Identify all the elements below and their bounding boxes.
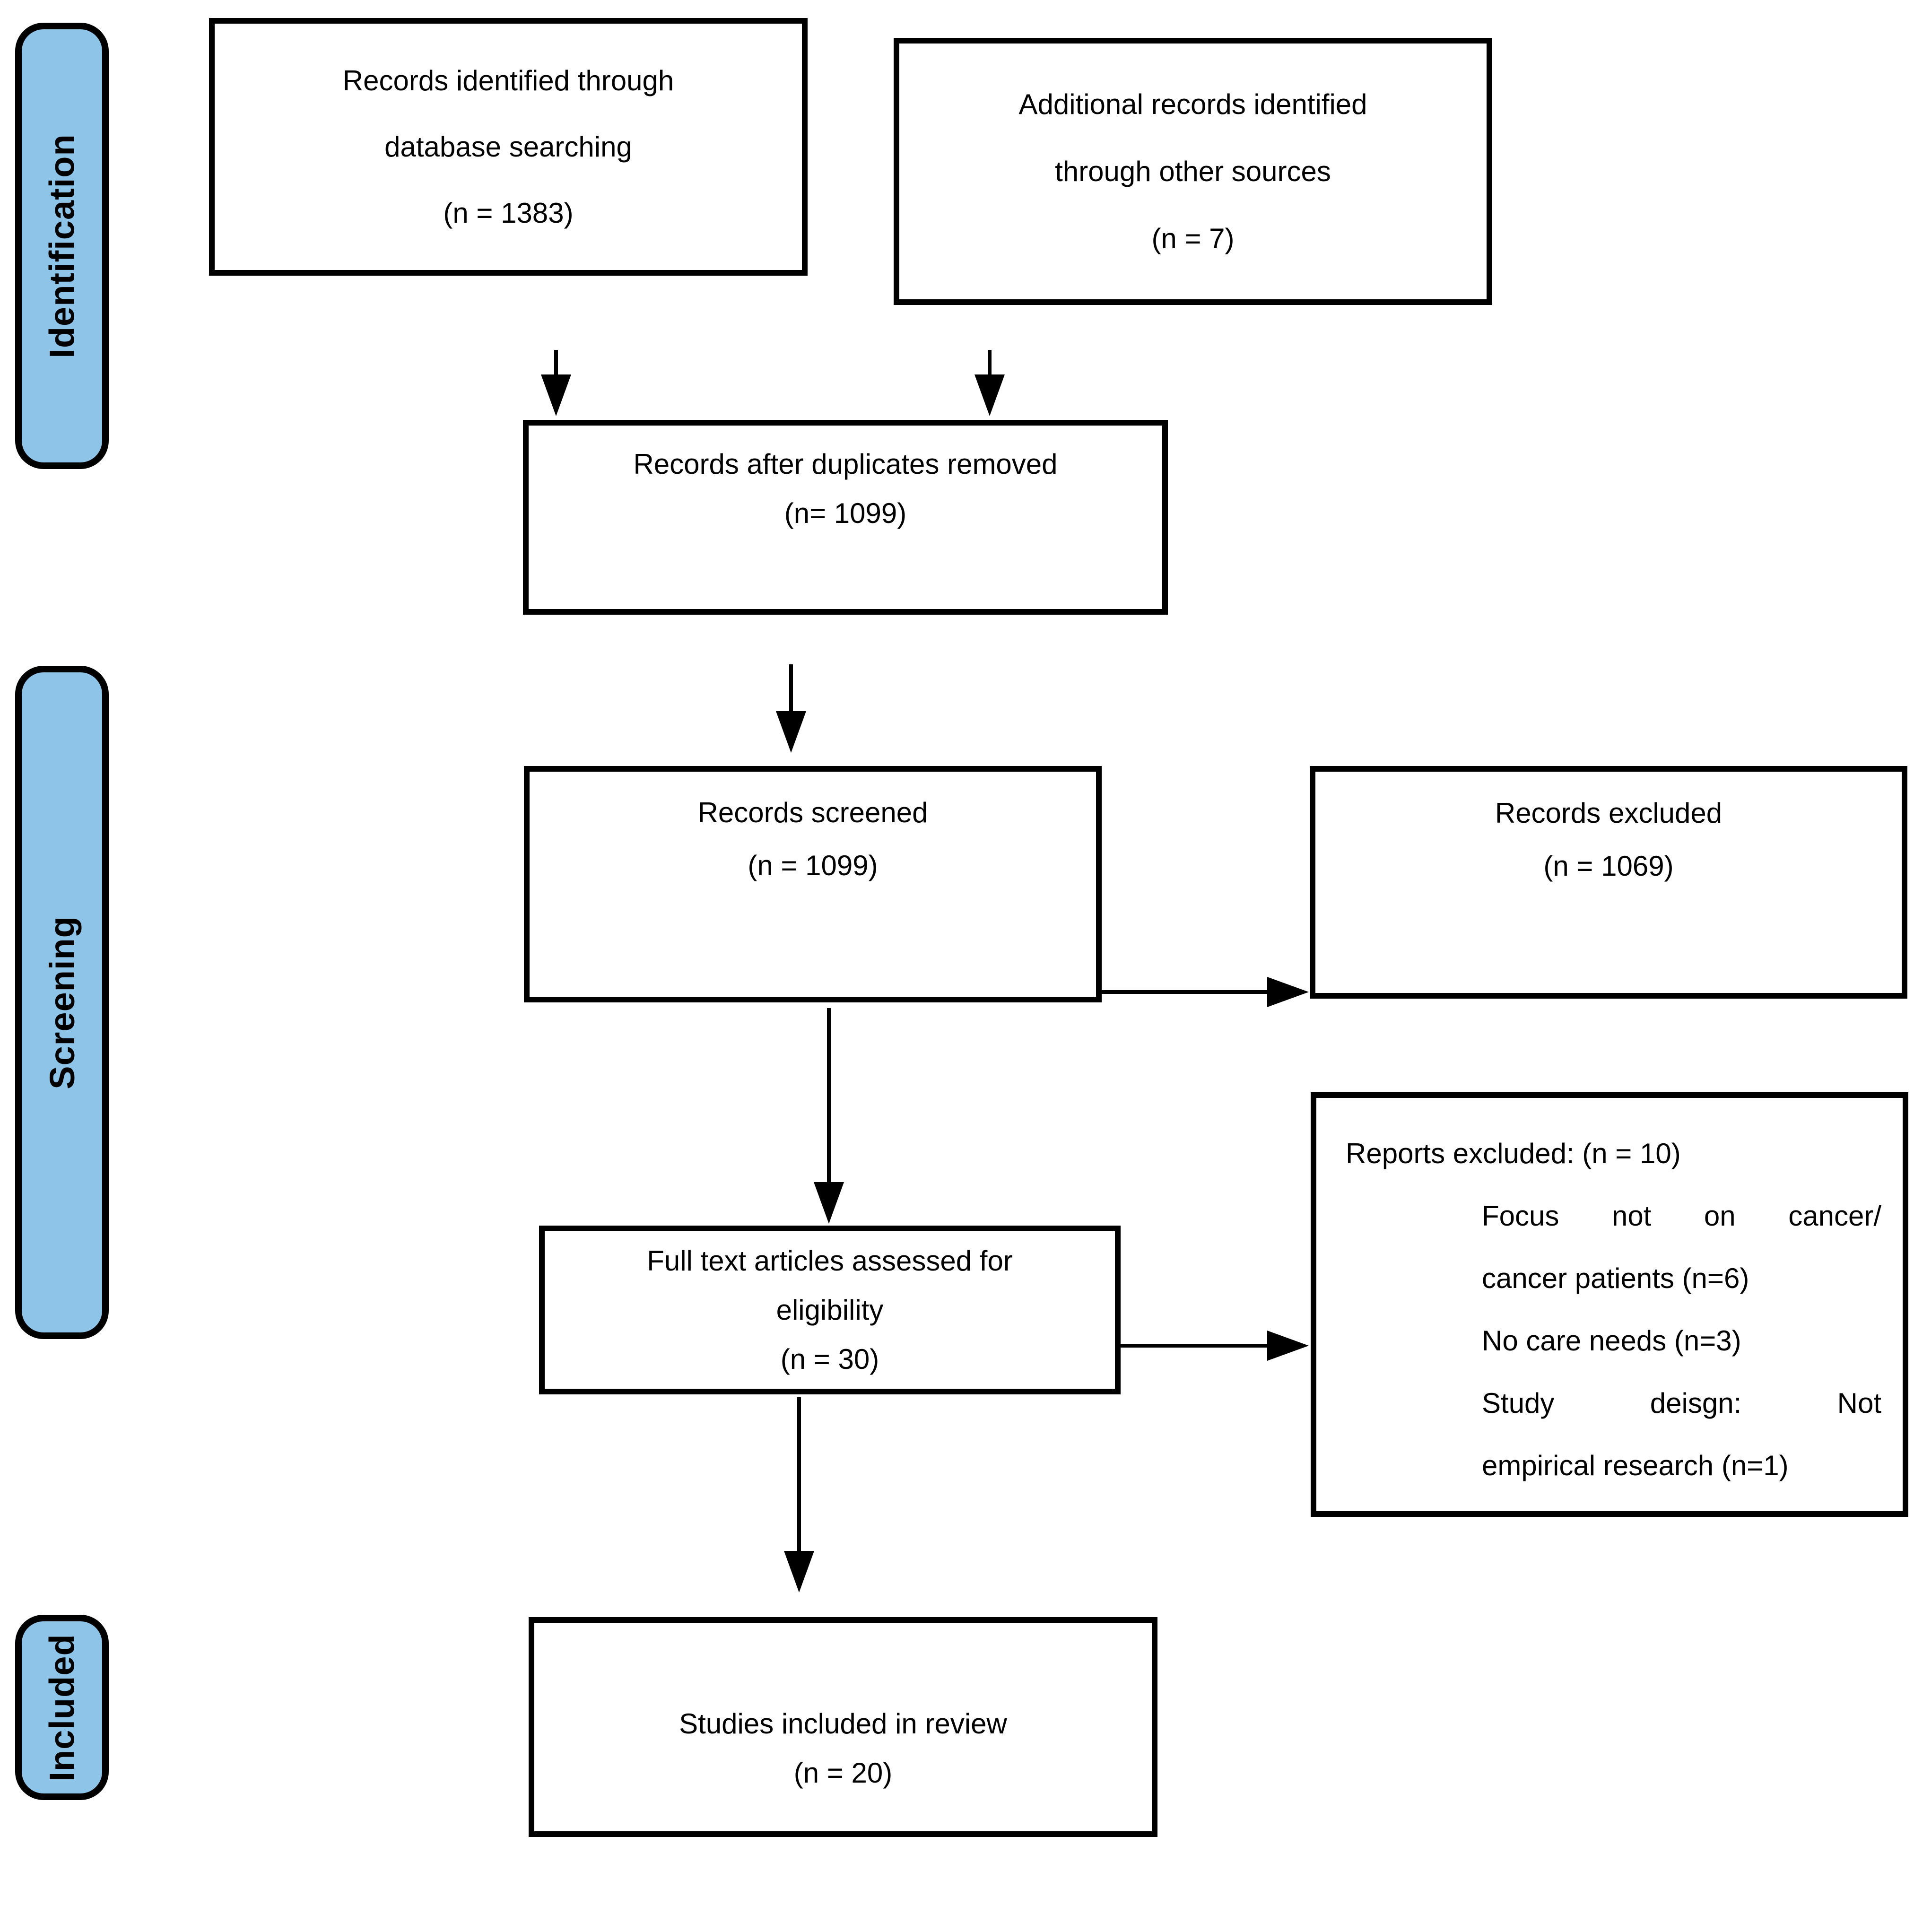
box-reports-excluded: Reports excluded: (n = 10) Focus not on … bbox=[1311, 1092, 1908, 1517]
box-duplicates-removed: Records after duplicates removed (n= 109… bbox=[523, 420, 1168, 615]
box-line: (n= 1099) bbox=[784, 497, 907, 529]
stage-included-label: Included bbox=[42, 1633, 82, 1782]
box-line: (n = 1099) bbox=[748, 850, 878, 881]
reason-line: Study deisgn: Not bbox=[1482, 1387, 1881, 1419]
box-records-identified: Records identified through database sear… bbox=[209, 18, 808, 276]
reason-line: cancer patients (n=6) bbox=[1482, 1262, 1749, 1294]
arrow-down-icon bbox=[814, 1182, 844, 1224]
arrow-right-icon bbox=[1267, 1331, 1309, 1361]
box-line: through other sources bbox=[1055, 155, 1331, 187]
stage-screening: Screening bbox=[15, 666, 109, 1339]
reports-excluded-title: Reports excluded: (n = 10) bbox=[1346, 1138, 1681, 1169]
arrow-screened-to-fulltext-line bbox=[827, 1008, 831, 1185]
stage-identification: Identification bbox=[15, 23, 109, 469]
stage-screening-label: Screening bbox=[42, 915, 82, 1089]
box-line: Studies included in review bbox=[679, 1707, 1007, 1740]
box-line: Additional records identified bbox=[1018, 88, 1367, 120]
arrow-down-icon bbox=[776, 711, 806, 753]
box-line: eligibility bbox=[776, 1294, 884, 1326]
box-line: Records after duplicates removed bbox=[633, 448, 1058, 480]
arrow-identified-to-duplicates-line bbox=[554, 350, 558, 377]
reports-excluded-reasons: Focus not on cancer/ cancer patients (n=… bbox=[1482, 1185, 1881, 1497]
box-line: Full text articles assessed for bbox=[647, 1244, 1013, 1277]
arrow-additional-to-duplicates-line bbox=[988, 350, 992, 377]
box-line: Records identified through bbox=[342, 64, 674, 96]
box-line: (n = 1069) bbox=[1543, 850, 1674, 882]
arrow-fulltext-to-included-line bbox=[797, 1397, 801, 1553]
arrow-duplicates-to-screened-line bbox=[789, 664, 793, 714]
reason-line: No care needs (n=3) bbox=[1482, 1325, 1741, 1357]
box-line: Records excluded bbox=[1495, 797, 1723, 829]
reason-line: empirical research (n=1) bbox=[1482, 1450, 1789, 1481]
arrow-down-icon bbox=[974, 374, 1005, 416]
box-line: database searching bbox=[384, 131, 632, 163]
box-additional-records: Additional records identified through ot… bbox=[894, 38, 1492, 305]
box-studies-included: Studies included in review (n = 20) bbox=[529, 1617, 1157, 1837]
reason-line: Focus not on cancer/ bbox=[1482, 1200, 1881, 1232]
box-line: Records screened bbox=[697, 797, 928, 828]
box-line: (n = 30) bbox=[780, 1343, 879, 1375]
stage-included: Included bbox=[15, 1615, 109, 1800]
box-line: (n = 7) bbox=[1151, 222, 1235, 254]
arrow-down-icon bbox=[784, 1551, 814, 1593]
arrow-down-icon bbox=[541, 374, 571, 416]
box-fulltext-assessed: Full text articles assessed for eligibil… bbox=[539, 1226, 1121, 1394]
box-records-screened: Records screened (n = 1099) bbox=[524, 766, 1102, 1002]
box-records-excluded: Records excluded (n = 1069) bbox=[1310, 766, 1907, 999]
arrow-screened-to-excluded-line bbox=[1100, 990, 1269, 994]
stage-identification-label: Identification bbox=[42, 133, 82, 358]
box-line: (n = 20) bbox=[793, 1757, 893, 1789]
arrow-fulltext-to-reports-line bbox=[1119, 1344, 1269, 1348]
box-line: (n = 1383) bbox=[443, 197, 574, 229]
arrow-right-icon bbox=[1267, 977, 1309, 1007]
